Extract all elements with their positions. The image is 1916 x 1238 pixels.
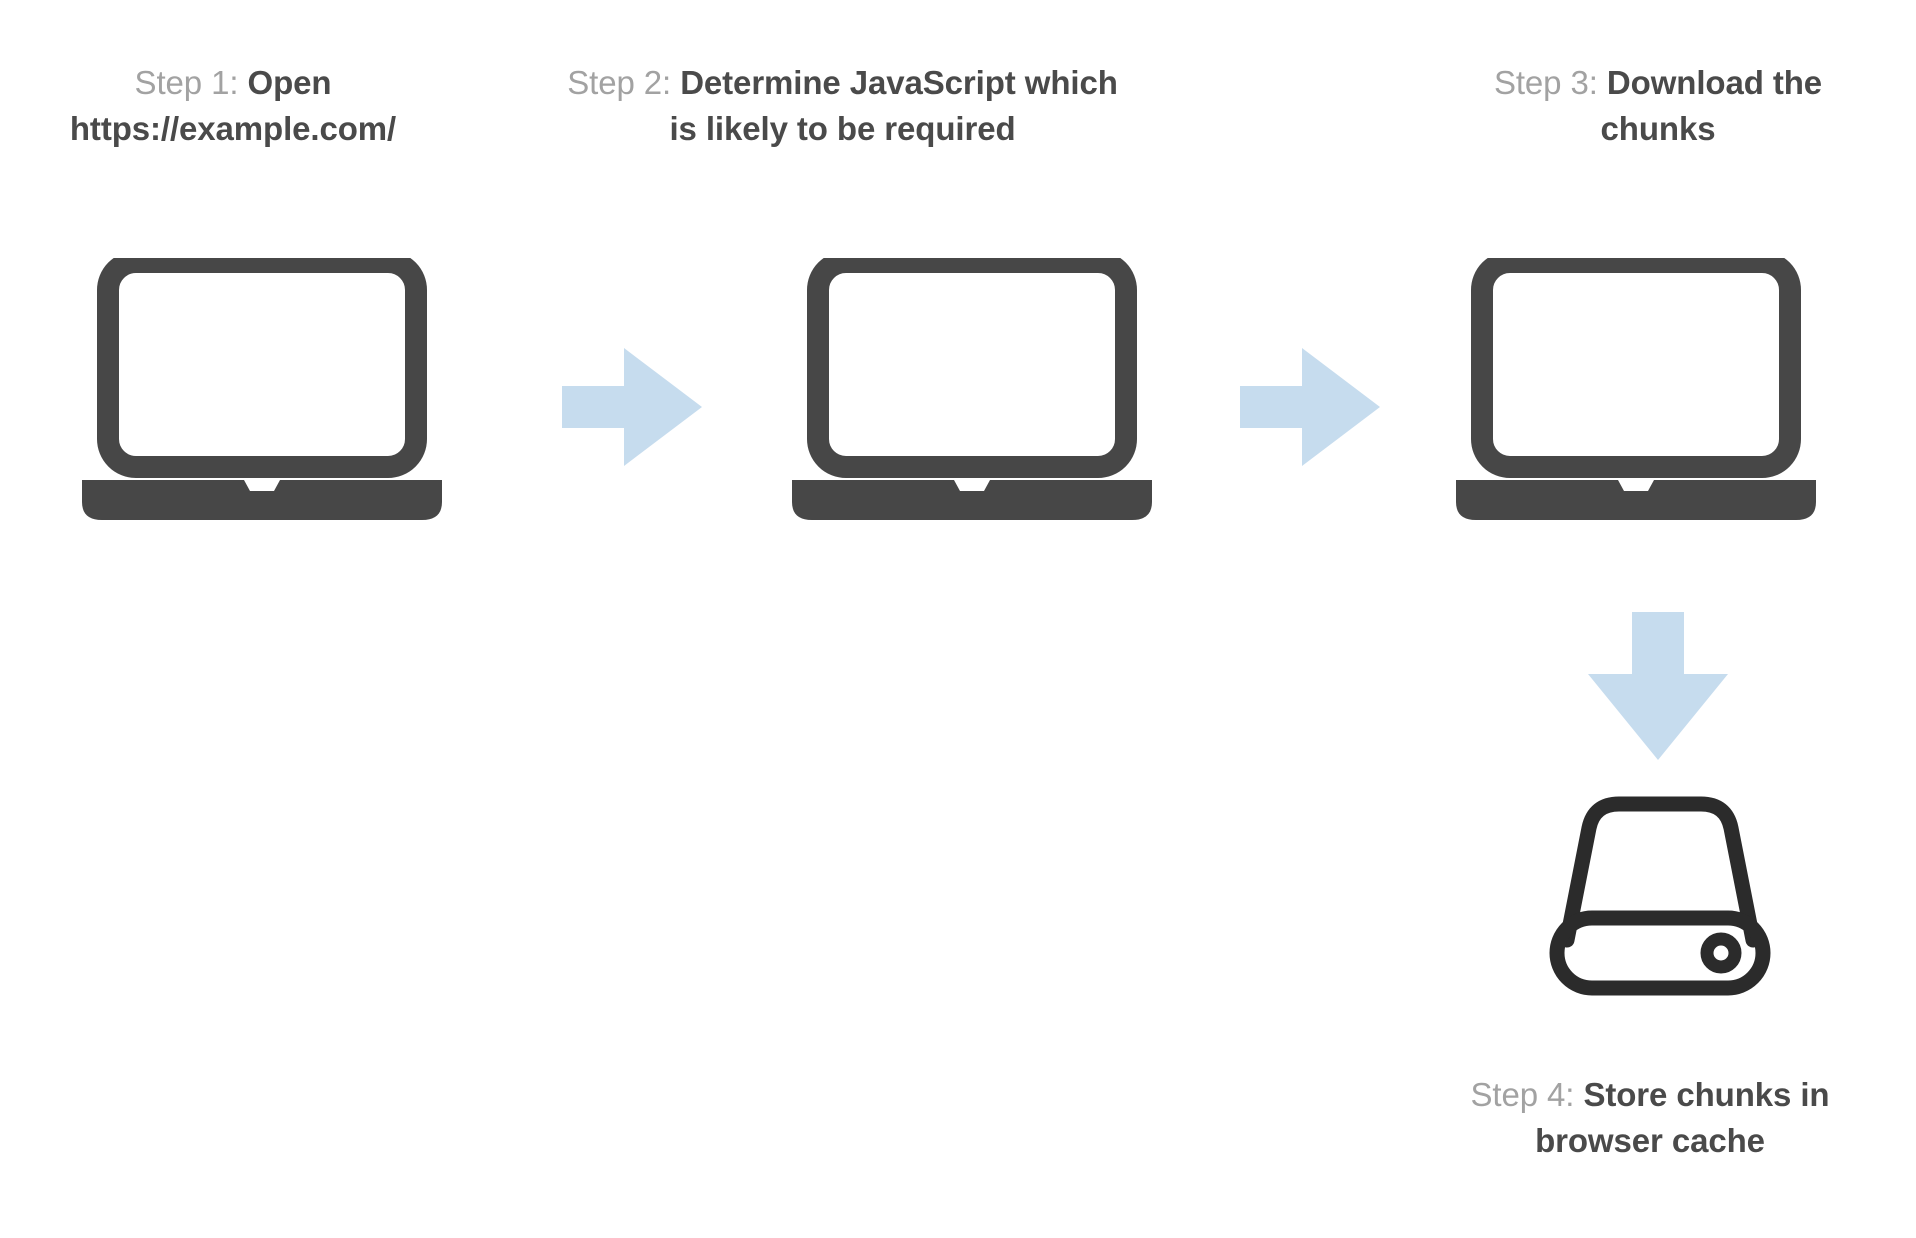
step-3-caption: Step 3: Download the chunks bbox=[1438, 60, 1878, 151]
step-4-prefix: Step 4: bbox=[1470, 1076, 1584, 1113]
arrow-down-icon bbox=[1588, 612, 1728, 760]
hard-drive-icon bbox=[1545, 790, 1775, 1000]
laptop-icon bbox=[788, 258, 1206, 578]
arrow-right-icon bbox=[1240, 348, 1380, 466]
step-1-prefix: Step 1: bbox=[134, 64, 248, 101]
step-1-caption: Step 1: Open https://example.com/ bbox=[18, 60, 448, 151]
step-1-body: Open https://example.com/ bbox=[69, 64, 397, 147]
step-2-caption: Step 2: Determine JavaScript which is li… bbox=[560, 60, 1125, 151]
step-4-caption: Step 4: Store chunks in browser cache bbox=[1430, 1072, 1870, 1163]
arrow-right-icon bbox=[562, 348, 702, 466]
step-2-body: Determine JavaScript which is likely to … bbox=[669, 64, 1118, 147]
laptop-icon bbox=[1452, 258, 1870, 578]
step-2-prefix: Step 2: bbox=[567, 64, 681, 101]
step-3-prefix: Step 3: bbox=[1493, 64, 1607, 101]
laptop-icon bbox=[78, 258, 496, 578]
step-3-body: Download the chunks bbox=[1600, 64, 1823, 147]
step-4-body: Store chunks in browser cache bbox=[1535, 1076, 1830, 1159]
